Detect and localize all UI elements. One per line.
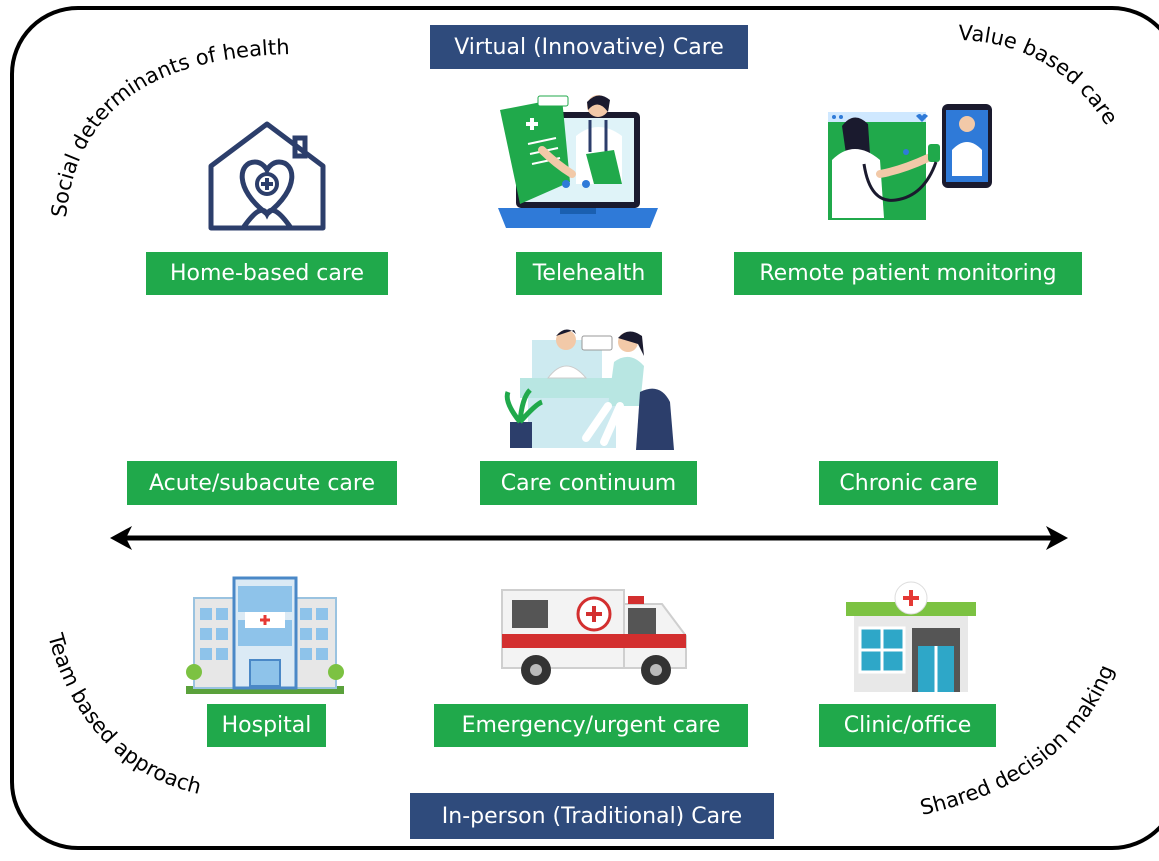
label-clinic-office: Clinic/office [819,704,996,747]
label-chronic-care: Chronic care [819,461,998,505]
continuum-double-arrow [110,526,1068,550]
label-hospital: Hospital [207,704,326,747]
home-heart-icon [208,121,326,231]
virtual-care-banner: Virtual (Innovative) Care [430,25,748,69]
ambulance-icon [501,589,687,685]
phone-monitoring-icon [828,104,992,220]
label-emergency-urgent-care: Emergency/urgent care [434,704,748,747]
laptop-doctor-icon [498,95,658,228]
label-acute-subacute-care: Acute/subacute care [127,461,397,505]
label-home-based-care: Home-based care [146,252,388,295]
diagram-frame [10,6,1159,850]
hospital-building-icon [186,576,344,694]
in-person-care-banner: In-person (Traditional) Care [410,793,774,839]
clinic-building-icon [846,581,976,692]
label-remote-patient-monitoring: Remote patient monitoring [734,252,1082,295]
label-care-continuum: Care continuum [480,461,697,505]
doctor-patient-icon [504,329,674,450]
label-telehealth: Telehealth [516,252,662,295]
